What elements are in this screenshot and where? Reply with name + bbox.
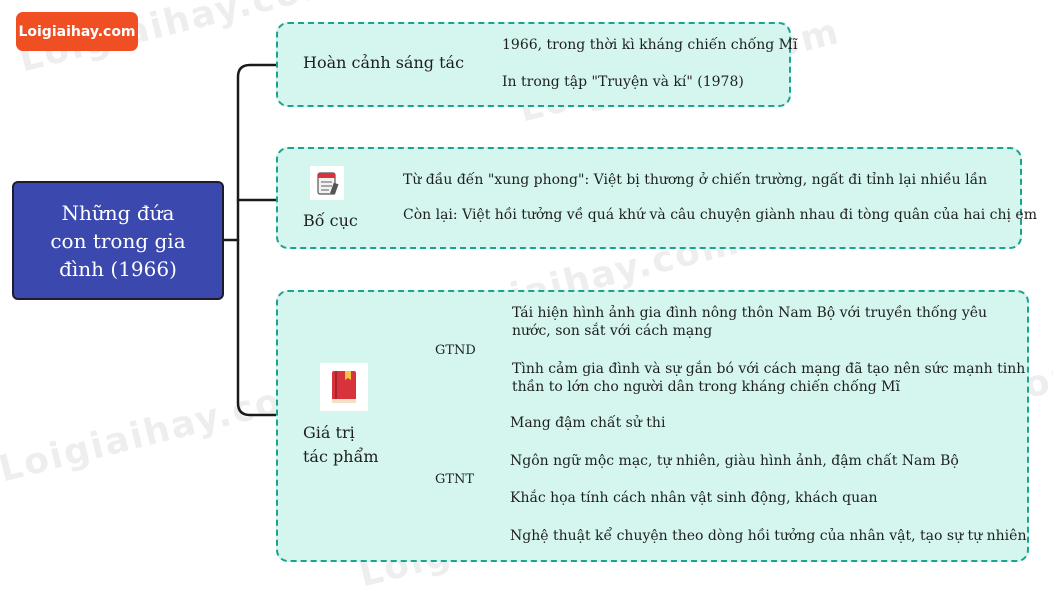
gia-tri-box bbox=[276, 290, 1029, 562]
gtnd-item: thần to lớn cho người dân trong kháng ch… bbox=[512, 379, 900, 395]
gtnt-item: Khắc họa tính cách nhân vật sinh động, k… bbox=[510, 490, 878, 506]
gia-tri-title: Giá trị bbox=[303, 423, 355, 442]
gtnt-item: Mang đậm chất sử thi bbox=[510, 415, 666, 431]
book-icon bbox=[320, 363, 368, 411]
hoan-canh-box bbox=[276, 22, 791, 107]
root-line: Những đứa bbox=[61, 200, 175, 225]
gtnd-item: nước, son sắt với cách mạng bbox=[512, 323, 713, 339]
gtnd-item: Tình cảm gia đình và sự gắn bó với cách … bbox=[512, 361, 1026, 377]
root-line: đình (1966) bbox=[59, 256, 177, 281]
bo-cuc-item: Còn lại: Việt hồi tưởng về quá khứ và câ… bbox=[403, 207, 1037, 223]
bo-cuc-title: Bố cục bbox=[303, 211, 358, 230]
gtnt-label: GTNT bbox=[435, 472, 475, 487]
hoan-canh-item: In trong tập "Truyện và kí" (1978) bbox=[502, 74, 744, 90]
gtnt-item: Ngôn ngữ mộc mạc, tự nhiên, giàu hình ản… bbox=[510, 453, 959, 469]
gtnd-label: GTND bbox=[435, 343, 476, 358]
bo-cuc-item: Từ đầu đến "xung phong": Việt bị thương … bbox=[403, 172, 988, 188]
gia-tri-title: tác phẩm bbox=[303, 447, 379, 466]
logo[interactable]: Loigiaihay.com bbox=[16, 12, 138, 51]
gtnt-item: Nghệ thuật kể chuyện theo dòng hồi tưởng… bbox=[510, 528, 1027, 544]
notepad-icon bbox=[310, 166, 344, 200]
hoan-canh-title: Hoàn cảnh sáng tác bbox=[303, 53, 465, 72]
hoan-canh-item: 1966, trong thời kì kháng chiến chống Mĩ bbox=[502, 37, 798, 53]
root-node: Những đứa con trong gia đình (1966) bbox=[12, 181, 224, 300]
gtnd-item: Tái hiện hình ảnh gia đình nông thôn Nam… bbox=[512, 305, 988, 321]
root-line: con trong gia bbox=[50, 228, 186, 253]
bo-cuc-box bbox=[276, 147, 1022, 249]
